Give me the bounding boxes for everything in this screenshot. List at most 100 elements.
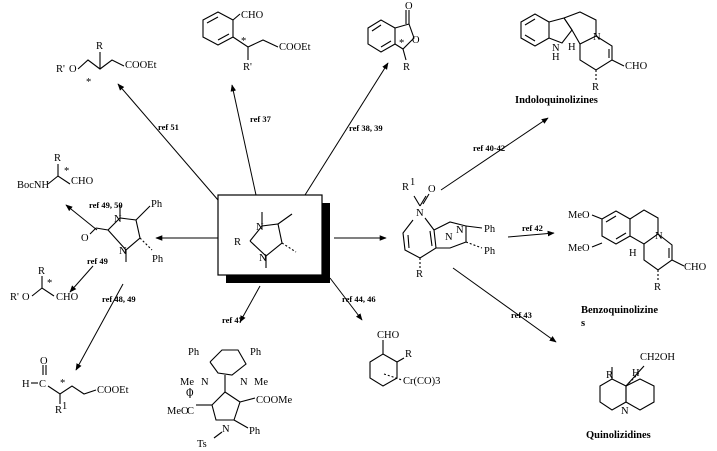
product-boc-aldehyde: BocNH R * CHO (17, 153, 94, 191)
aryl-r-prime: R' (243, 62, 252, 73)
product-arene-chromium: CHO R Cr(CO)3 (369, 330, 440, 387)
intermediate-dihydropyridine: R 1 O N R N N Ph Ph (402, 177, 496, 280)
quino-ch2oh: CH2OH (640, 352, 675, 363)
phthalide-o-ring: O (412, 35, 420, 46)
product-benzoquinolizine: MeO MeO CHO R H N Benzoquinolizine s (568, 209, 707, 329)
imid-n-bottom: N (119, 246, 127, 257)
ref-43: ref 43 (511, 310, 532, 320)
indolo-h: H (568, 42, 576, 53)
phthalide-star: * (399, 38, 404, 49)
central-n-top: N (256, 222, 264, 233)
product-quinolizidine: R H CH2OH N Quinolizidines (586, 352, 675, 441)
product-phthalide: O O R * (367, 1, 420, 73)
boc-bocnh: BocNH (17, 180, 49, 191)
formyl-c: C (39, 379, 46, 390)
ester-cooet: COOEt (125, 60, 157, 71)
boc-r: R (54, 153, 61, 164)
alkoxy-cho: CHO (56, 292, 79, 303)
dhp-ph-1: Ph (484, 224, 496, 235)
pyr-o: O (186, 388, 194, 399)
quino-n: N (621, 406, 629, 417)
dhp-o: O (428, 184, 436, 195)
ester-r: R (96, 41, 103, 52)
pyr-n-2: N (240, 377, 248, 388)
pyr-me-2: Me (254, 377, 268, 388)
formyl-cooet: COOEt (97, 385, 129, 396)
pyr-n-ring: N (222, 424, 230, 435)
aryl-star: * (241, 36, 246, 47)
indolo-h-nh: H (552, 52, 560, 63)
benzo-r: R (654, 282, 661, 293)
dhp-n-imid: N (445, 232, 453, 243)
caption-indoloquinolizines: Indoloquinolizines (515, 95, 598, 106)
ref-42: ref 42 (522, 223, 543, 233)
boc-star: * (64, 166, 69, 177)
indolo-r: R (592, 82, 599, 93)
alkoxy-star: * (47, 278, 52, 289)
alkoxy-r-prime: R' (10, 292, 19, 303)
product-formyl-ester: H C O R 1 * COOEt (22, 356, 129, 416)
imid-ph-1: Ph (151, 199, 163, 210)
dhp-r1-sup: 1 (410, 177, 415, 188)
quino-r: R (606, 370, 613, 381)
caption-quinolizidines: Quinolizidines (586, 430, 651, 441)
formyl-star: * (60, 378, 65, 389)
product-alkoxy-ester: R' O R COOEt * (56, 41, 157, 88)
benzo-h: H (629, 248, 637, 259)
pyr-ph-3: Ph (249, 426, 261, 437)
ref-47: ref 47 (222, 315, 244, 325)
arene-r: R (405, 349, 412, 360)
arrows (65, 62, 557, 371)
benzo-meo-1: MeO (568, 210, 590, 221)
pyr-me-1: Me (180, 377, 194, 388)
central-r: R (234, 237, 241, 248)
pyr-coome: COOMe (256, 395, 293, 406)
product-aryl-ester: CHO COOEt R' * (202, 10, 311, 73)
product-alkoxy-aldehyde: R' O R * CHO (10, 266, 79, 303)
product-indoloquinolizine: CHO R N H H N Indoloquinolizines (515, 11, 648, 106)
caption-benzo-line1: Benzoquinolizine (581, 305, 658, 316)
imid-o: O (81, 233, 89, 244)
central-imidazolidine: N N R (217, 194, 330, 283)
indolo-cho: CHO (625, 61, 648, 72)
pyr-ph-2: Ph (250, 347, 262, 358)
benzo-cho: CHO (684, 262, 707, 273)
quino-h: H (632, 368, 640, 379)
alkoxy-o: O (22, 292, 30, 303)
dhp-n-imid-2: N (456, 225, 464, 236)
pyr-ts: Ts (197, 439, 207, 450)
formyl-o: O (40, 356, 48, 367)
ref-44-46: ref 44, 46 (342, 294, 376, 304)
ref-37: ref 37 (250, 114, 272, 124)
imid-ph-2: Ph (152, 254, 164, 265)
ref-40-42: ref 40-42 (473, 143, 505, 153)
reference-labels: ref 51 ref 37 ref 38, 39 ref 40-42 ref 4… (87, 114, 543, 325)
boc-cho: CHO (71, 176, 94, 187)
pyr-n-1: N (201, 377, 209, 388)
phthalide-o-carbonyl: O (405, 1, 413, 12)
arene-cho: CHO (377, 330, 400, 341)
formyl-r: R (55, 405, 62, 416)
arene-cr: Cr(CO)3 (403, 376, 440, 387)
aryl-cho: CHO (241, 10, 264, 21)
benzo-meo-2: MeO (568, 243, 590, 254)
pyr-ph-1: Ph (188, 347, 200, 358)
alkoxy-r: R (38, 266, 45, 277)
indolo-nh: N (552, 43, 560, 54)
product-pyrrolidine: Ph Ph Me Me N N O MeO C COOMe N Ph Ts (167, 347, 293, 450)
formyl-r-sup: 1 (62, 401, 67, 412)
dhp-n: N (416, 208, 424, 219)
intermediate-imidazolidine-aldehyde: Ph Ph O N N (81, 199, 164, 265)
ref-49: ref 49 (87, 256, 108, 266)
dhp-r: R (416, 269, 423, 280)
ref-48-49: ref 48, 49 (102, 294, 136, 304)
pyr-c: C (187, 406, 194, 417)
benzo-n: N (655, 231, 663, 242)
imid-n-top: N (114, 214, 122, 225)
phthalide-r: R (403, 62, 410, 73)
formyl-h: H (22, 379, 30, 390)
ref-38-39: ref 38, 39 (349, 123, 383, 133)
dhp-ph-2: Ph (484, 246, 496, 257)
ester-r-prime: R' (56, 64, 65, 75)
